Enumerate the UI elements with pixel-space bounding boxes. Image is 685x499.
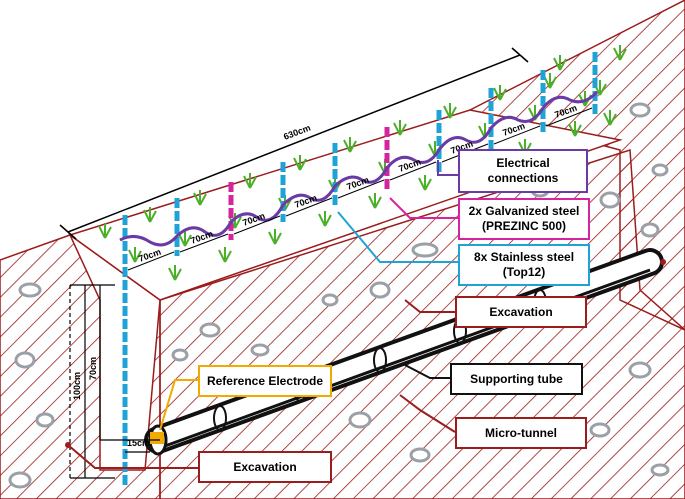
electrical-callout-line2: connections [487, 171, 559, 185]
galvanized-callout-line2: (PREZINC 500) [481, 219, 566, 233]
grass-tuft [218, 247, 232, 263]
depth-total-label: 100cm [72, 372, 82, 400]
grass-tuft [268, 229, 282, 245]
grass-tuft [98, 223, 112, 239]
stone [199, 322, 221, 338]
stone [35, 412, 55, 428]
grass-tuft [613, 45, 627, 61]
reference-electrode-leader [159, 379, 200, 431]
grass-tuft [318, 211, 332, 227]
micro-tunnel-callout: Micro-tunnel [455, 417, 587, 449]
electrical-wire [119, 90, 599, 247]
galvanized-leader [389, 197, 458, 219]
spacing-dimensions [127, 107, 593, 271]
grass-tuft [168, 265, 182, 281]
grass-tuft [343, 137, 357, 153]
stainless-callout-line1: 8x Stainless steel [473, 250, 575, 264]
excavation-bottom-label: Excavation [233, 459, 297, 474]
supporting-tube-label: Supporting tube [470, 371, 563, 386]
grass-tuft [568, 121, 582, 137]
excavation-top-label: Excavation [489, 304, 553, 319]
micro-tunnel-label: Micro-tunnel [485, 425, 557, 440]
stone [8, 471, 32, 489]
stone [411, 242, 439, 258]
supporting-tube-callout: Supporting tube [450, 363, 583, 395]
grass-tuft [393, 120, 407, 136]
electrical-leader [437, 160, 460, 176]
grass-tuft [193, 190, 207, 206]
electrical-connections-callout: Electrical connections [458, 149, 588, 193]
stone [629, 102, 651, 118]
grass-tuft [418, 175, 432, 191]
stainless-leader [337, 211, 460, 263]
galvanized-callout-line1: 2x Galvanized steel [468, 204, 580, 218]
grass-tuft [243, 173, 257, 189]
grass-tuft [128, 247, 142, 263]
stone [369, 281, 391, 299]
galvanized-steel-callout: 2x Galvanized steel (PREZINC 500) [458, 198, 590, 240]
callout-leaders [65, 160, 666, 469]
grass-tuft [603, 110, 617, 126]
depth-electrode-label: 70cm [88, 357, 98, 380]
excavation-top-callout: Excavation [455, 296, 587, 328]
grass-tuft [368, 193, 382, 209]
supporting-tube-leader [404, 364, 450, 379]
reference-electrode [150, 432, 164, 444]
stone [651, 163, 669, 177]
stainless-callout-line2: (Top12) [502, 265, 546, 279]
grass-tuft [443, 103, 457, 119]
stone [14, 351, 36, 369]
stone [18, 282, 42, 298]
stone [171, 348, 189, 362]
excavation-top-leader [404, 299, 455, 313]
micro-tunnel-leader [399, 394, 456, 433]
stone [250, 343, 270, 357]
grass-tuft [553, 55, 567, 71]
grass-tuft [493, 85, 507, 101]
depth-dimensions [69, 284, 160, 479]
offset-label: 15cm [127, 438, 150, 448]
excavation-bottom-callout: Excavation [198, 451, 332, 483]
excavation-bottom-leader [67, 444, 200, 469]
stone [599, 191, 621, 209]
reference-electrode-callout: Reference Electrode [198, 365, 332, 397]
stone [589, 422, 611, 438]
stone [321, 293, 339, 307]
stone [650, 463, 670, 477]
stone [640, 222, 660, 238]
stone [409, 447, 431, 463]
grass-tuft [143, 207, 157, 223]
grass-tuft [293, 155, 307, 171]
reference-electrode-label: Reference Electrode [206, 373, 324, 388]
electrical-callout-line1: Electrical [496, 156, 550, 170]
grass-tuft [178, 231, 192, 247]
stainless-steel-callout: 8x Stainless steel (Top12) [458, 244, 590, 286]
stone [628, 361, 652, 379]
stone [348, 411, 372, 429]
